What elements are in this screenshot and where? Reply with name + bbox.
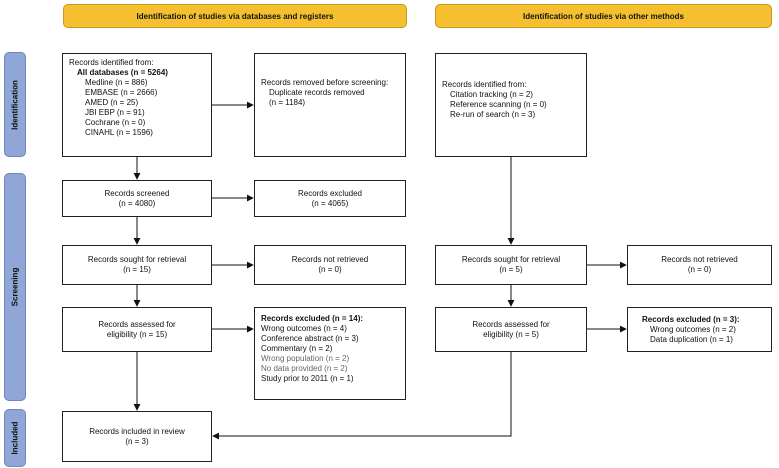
db-item-cochrane: Cochrane (n = 0) [85,118,146,127]
db-sought-label: Records sought for retrieval [87,255,187,264]
other-not-retrieved-n: (n = 0) [687,265,712,274]
box-db-records-assessed: Records assessed for eligibility (n = 15… [62,307,212,352]
box-records-excluded: Records excluded (n = 4065) [254,180,406,217]
box-db-records-sought: Records sought for retrieval (n = 15) [62,245,212,285]
db-identified-title: Records identified from: [69,58,154,67]
other-item-citation: Citation tracking (n = 2) [450,90,533,99]
included-n: (n = 3) [125,436,149,446]
header-other-text: Identification of studies via other meth… [523,11,684,21]
box-records-removed: Records removed before screening: Duplic… [254,53,406,157]
phase-identification: Identification [4,52,26,157]
db-sought-n: (n = 15) [123,265,151,274]
db-item-medline: Medline (n = 886) [85,78,148,87]
box-other-records-excluded: Records excluded (n = 3): Wrong outcomes… [627,307,772,352]
box-other-records-sought: Records sought for retrieval (n = 5) [435,245,587,285]
db-excl-wrong-outcomes: Wrong outcomes (n = 4) [261,324,347,333]
db-assessed-label2: eligibility (n = 15) [106,329,168,339]
screened-n: (n = 4080) [118,198,156,208]
box-other-records-assessed: Records assessed for eligibility (n = 5) [435,307,587,352]
header-databases: Identification of studies via databases … [63,4,407,28]
phase-screening: Screening [4,173,26,401]
db-assessed-label: Records assessed for [98,319,176,329]
other-not-retrieved-label: Records not retrieved [661,255,738,264]
other-assessed-label2: eligibility (n = 5) [483,329,539,339]
box-db-records-identified: Records identified from: All databases (… [62,53,212,157]
included-label: Records included in review [89,426,185,436]
phase-included: Included [4,409,26,467]
other-excl-data-duplication: Data duplication (n = 1) [650,335,733,344]
other-sought-label: Records sought for retrieval [461,255,561,264]
excluded-n: (n = 4065) [311,198,349,208]
db-excluded-full-title: Records excluded (n = 14): [261,314,364,323]
db-identified-all: All databases (n = 5264) [77,68,168,77]
header-other-methods: Identification of studies via other meth… [435,4,772,28]
db-item-amed: AMED (n = 25) [85,98,139,107]
removed-title: Records removed before screening: [261,78,389,87]
box-db-records-not-retrieved: Records not retrieved (n = 0) [254,245,406,285]
other-excl-wrong-outcomes: Wrong outcomes (n = 2) [650,325,736,334]
other-sought-n: (n = 5) [499,265,523,274]
other-excluded-title: Records excluded (n = 3): [642,315,740,324]
db-item-cinahl: CINAHL (n = 1596) [85,128,153,137]
db-item-jbi: JBI EBP (n = 91) [85,108,145,117]
db-excl-commentary: Commentary (n = 2) [261,344,333,353]
db-excl-wrong-population: Wrong population (n = 2) [261,354,350,363]
db-item-embase: EMBASE (n = 2666) [85,88,158,97]
excluded-label: Records excluded [297,188,363,198]
header-databases-text: Identification of studies via databases … [136,11,334,21]
box-records-included: Records included in review (n = 3) [62,411,212,462]
db-excl-no-data: No data provided (n = 2) [261,364,348,373]
db-not-retrieved-label: Records not retrieved [291,255,369,264]
box-other-records-not-retrieved: Records not retrieved (n = 0) [627,245,772,285]
box-records-screened: Records screened (n = 4080) [62,180,212,217]
removed-line2: (n = 1184) [269,98,306,107]
db-excl-conference-abstract: Conference abstract (n = 3) [261,334,359,343]
other-item-reference: Reference scanning (n = 0) [450,100,547,109]
other-identified-title: Records identified from: [442,80,527,89]
arrow-other-assessed-to-included [212,352,512,440]
other-item-rerun: Re-run of search (n = 3) [450,110,536,119]
db-not-retrieved-n: (n = 0) [318,265,342,274]
box-other-records-identified: Records identified from: Citation tracki… [435,53,587,157]
box-db-records-excluded-fulltext: Records excluded (n = 14): Wrong outcome… [254,307,406,400]
removed-line1: Duplicate records removed [269,88,365,97]
other-assessed-label: Records assessed for [472,319,550,329]
db-excl-study-prior: Study prior to 2011 (n = 1) [261,374,354,383]
screened-label: Records screened [104,188,170,198]
